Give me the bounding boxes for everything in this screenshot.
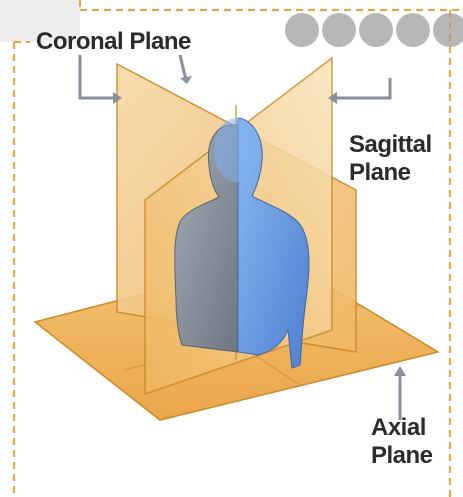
head-highlight [214,118,258,182]
coronal-plane-label: Coronal Plane [36,28,191,56]
decorative-dots [285,13,463,47]
sagittal-plane-label: Sagittal Plane [349,131,432,186]
axial-plane-label: Axial Plane [371,414,433,469]
